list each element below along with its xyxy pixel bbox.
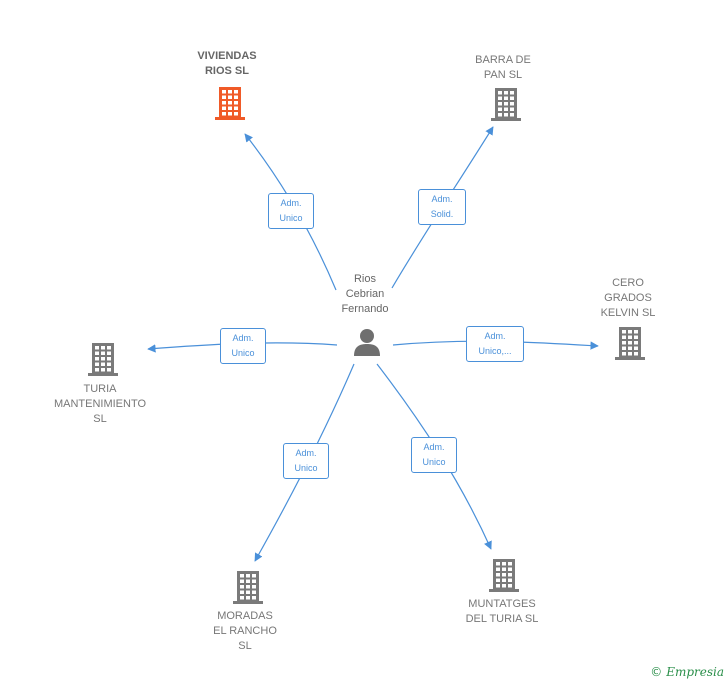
building-icon[interactable] (487, 557, 521, 598)
company-name-viviendas[interactable]: VIVIENDAS RIOS SL (197, 50, 257, 77)
copyright-icon: © (650, 665, 663, 679)
company-name-moradas[interactable]: MORADAS EL RANCHO SL (213, 610, 277, 652)
brand-name: Empresia (666, 665, 724, 679)
relation-label-moradas[interactable]: Adm. Unico (283, 443, 329, 479)
relation-label-cero[interactable]: Adm. Unico,... (466, 326, 524, 362)
company-name-muntatges[interactable]: MUNTATGES DEL TURIA SL (465, 598, 539, 625)
relation-label-barra[interactable]: Adm. Solid. (418, 189, 466, 225)
relation-label-muntatges[interactable]: Adm. Unico (411, 437, 457, 473)
relation-label-viviendas[interactable]: Adm. Unico (268, 193, 314, 229)
building-icon[interactable] (86, 341, 120, 382)
person-name[interactable]: Rios Cebrian Fernando (341, 273, 389, 315)
company-name-barra[interactable]: BARRA DE PAN SL (475, 54, 531, 81)
building-icon[interactable] (489, 86, 523, 127)
company-name-cero[interactable]: CERO GRADOS KELVIN SL (600, 277, 656, 319)
building-icon[interactable] (231, 569, 265, 610)
building-icon[interactable] (213, 85, 247, 126)
relation-label-turia[interactable]: Adm. Unico (220, 328, 266, 364)
footer-brand: ©Empresia (650, 665, 724, 679)
person-icon[interactable] (352, 328, 382, 361)
building-icon[interactable] (613, 325, 647, 366)
company-name-turia[interactable]: TURIA MANTENIMIENTO SL (53, 383, 147, 425)
